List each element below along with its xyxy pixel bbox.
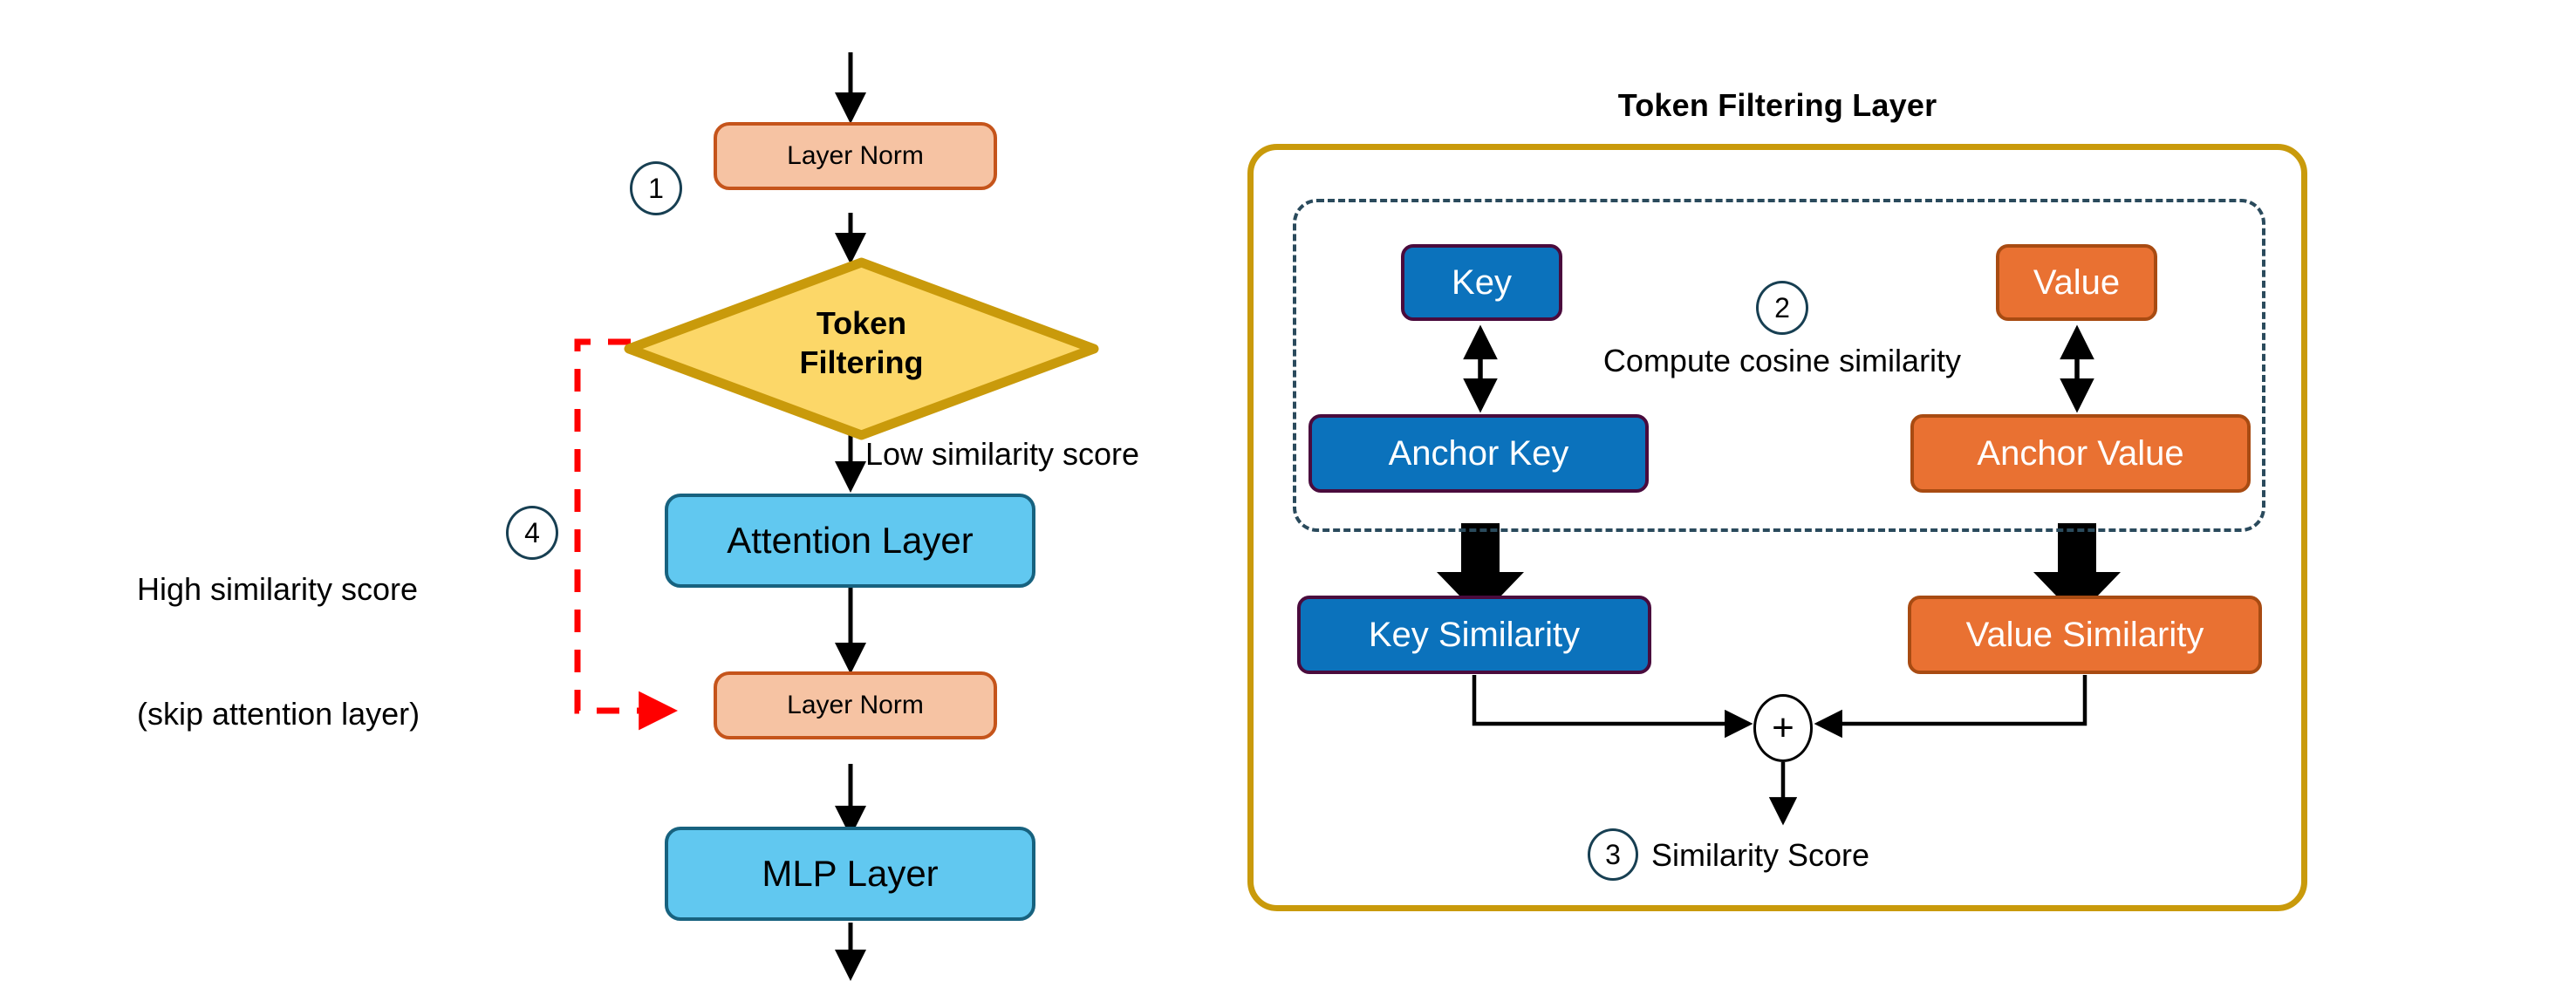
key-label: Key xyxy=(1452,262,1512,302)
key-similarity-box[interactable]: Key Similarity xyxy=(1297,596,1651,674)
value-box[interactable]: Value xyxy=(1996,244,2157,321)
layer-norm-top-label: Layer Norm xyxy=(787,141,924,171)
value-similarity-label: Value Similarity xyxy=(1965,615,2204,654)
token-filtering-diamond[interactable] xyxy=(624,257,1099,440)
low-similarity-label: Low similarity score xyxy=(865,436,1140,472)
mlp-layer-label: MLP Layer xyxy=(762,853,939,895)
anchor-value-label: Anchor Value xyxy=(1977,433,2184,473)
token-filtering-line2: Filtering xyxy=(799,344,924,380)
value-label: Value xyxy=(2033,262,2121,302)
plus-operator-label: + xyxy=(1772,706,1794,749)
high-similarity-line2: (skip attention layer) xyxy=(137,695,420,732)
anchor-value-box[interactable]: Anchor Value xyxy=(1910,414,2251,493)
key-box[interactable]: Key xyxy=(1401,244,1562,321)
plus-operator: + xyxy=(1753,694,1813,762)
anchor-key-box[interactable]: Anchor Key xyxy=(1308,414,1649,493)
high-similarity-line1: High similarity score xyxy=(137,571,419,608)
token-filtering-line1: Token xyxy=(816,305,907,341)
step-badge-3-label: 3 xyxy=(1605,839,1621,870)
step-badge-4: 4 xyxy=(506,506,558,560)
step-badge-1: 1 xyxy=(630,161,682,215)
anchor-key-label: Anchor Key xyxy=(1388,433,1569,473)
step-badge-2-label: 2 xyxy=(1774,292,1790,324)
key-similarity-label: Key Similarity xyxy=(1368,615,1581,654)
token-filtering-layer-panel xyxy=(1247,144,2307,911)
attention-layer-label: Attention Layer xyxy=(727,520,974,562)
layer-norm-bottom-box[interactable]: Layer Norm xyxy=(714,671,997,739)
cosine-similarity-region xyxy=(1293,199,2265,532)
step-badge-1-label: 1 xyxy=(648,173,664,204)
token-filtering-label: Token Filtering xyxy=(624,303,1099,382)
value-similarity-box[interactable]: Value Similarity xyxy=(1908,596,2262,674)
step-badge-2: 2 xyxy=(1756,281,1808,335)
similarity-score-label: Similarity Score xyxy=(1651,837,1870,873)
step-badge-4-label: 4 xyxy=(524,517,540,548)
layer-norm-top-box[interactable]: Layer Norm xyxy=(714,122,997,190)
mlp-layer-box[interactable]: MLP Layer xyxy=(665,827,1035,921)
layer-norm-bottom-label: Layer Norm xyxy=(787,691,924,720)
compute-cosine-similarity-label: Compute cosine similarity xyxy=(1602,343,1962,378)
high-similarity-label: High similarity score (skip attention la… xyxy=(137,486,420,817)
token-filtering-layer-title: Token Filtering Layer xyxy=(1617,87,1937,123)
step-badge-3: 3 xyxy=(1588,828,1638,881)
attention-layer-box[interactable]: Attention Layer xyxy=(665,494,1035,588)
